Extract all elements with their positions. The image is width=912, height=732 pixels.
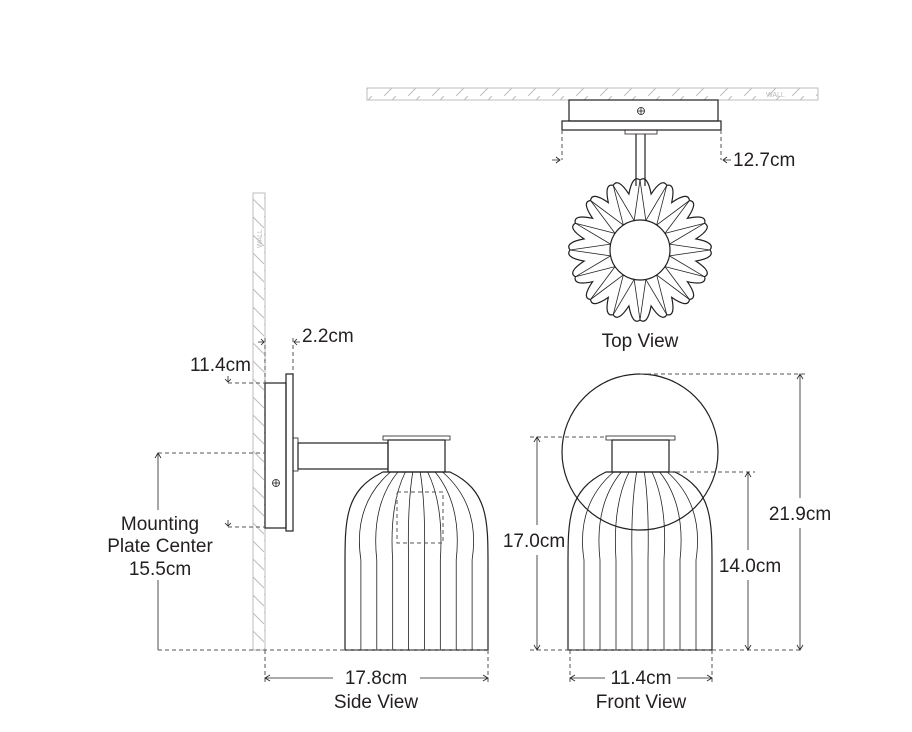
top-stem-cap (624, 129, 658, 135)
top-view-title: Top View (602, 331, 679, 352)
shade-rib (667, 471, 698, 650)
flower-rib (575, 222, 611, 245)
flower-rib (669, 222, 705, 245)
flower-rib (664, 266, 705, 278)
flower-rib (656, 185, 668, 226)
shade-rib (631, 471, 638, 650)
shade-rib (598, 471, 622, 650)
flower-rib (590, 200, 624, 226)
flower-rib (664, 266, 690, 300)
shade-rib (643, 471, 649, 650)
shade-rib (375, 471, 399, 650)
overall-height-label: 21.9cm (769, 504, 831, 525)
flower-rib (612, 185, 624, 226)
top-depth-label: 12.7cm (733, 150, 795, 171)
front-view-title: Front View (596, 692, 687, 713)
shade-rib (427, 471, 442, 650)
shade-rib (582, 471, 614, 650)
flower-rib (656, 200, 690, 226)
flower-rib (639, 179, 647, 221)
flower-rib (639, 279, 647, 321)
flower-rib (645, 185, 668, 221)
screw-icon (272, 479, 280, 487)
flower-rib (569, 243, 611, 251)
flower-center (609, 219, 671, 281)
flower-outline (568, 178, 712, 322)
side-view: WALL 2.2cm 11.4cm Mounting Plate Center … (107, 192, 489, 713)
flower-rib (569, 249, 611, 257)
front-backplate (561, 373, 719, 531)
flower-rib (590, 200, 616, 234)
front-view: 17.0cm 14.0cm 21.9cm 11.4cm Front View (503, 373, 831, 713)
shade-rib (419, 471, 426, 650)
flower-rib (575, 255, 611, 278)
flower-rib (590, 274, 624, 300)
shade-rib (614, 471, 630, 650)
side-view-title: Side View (334, 692, 418, 713)
plate-top-label: 11.4cm (190, 355, 251, 376)
flower-rib (575, 222, 616, 234)
flower-rib (645, 279, 668, 315)
shade-rib (442, 471, 475, 650)
flower-rib (664, 200, 690, 234)
top-backplate (561, 120, 722, 131)
flower-rib (633, 279, 641, 321)
mounting-label-1: Mounting (121, 514, 199, 535)
flower-rib (612, 274, 624, 315)
flower-rib (575, 266, 616, 278)
side-wall-label: WALL (257, 229, 264, 248)
flower-rib (664, 222, 705, 234)
side-arm (297, 442, 389, 470)
screw-icon (637, 107, 645, 115)
mounting-value: 15.5cm (129, 559, 191, 580)
shade-rib (358, 471, 391, 650)
top-canopy (568, 99, 719, 122)
top-wall-label: WALL (766, 92, 785, 99)
flower-rib (612, 185, 635, 221)
flower-rib (612, 279, 635, 315)
shade-outline (567, 471, 713, 651)
glass-height-label: 14.0cm (719, 556, 781, 577)
flower-rib (656, 274, 690, 300)
flower-rib (669, 249, 711, 257)
front-width-label: 11.4cm (611, 668, 672, 689)
top-shade (568, 178, 712, 322)
front-fitter (611, 439, 670, 473)
top-wall (366, 87, 819, 101)
bulb-outline (396, 491, 444, 544)
side-backplate (285, 373, 294, 532)
shade-rib (659, 471, 682, 650)
plate-depth-label: 2.2cm (302, 326, 354, 347)
side-shade (344, 471, 489, 651)
shade-outline (344, 471, 489, 651)
projection-label: 17.8cm (345, 668, 407, 689)
side-wall (252, 192, 266, 651)
flower-rib (669, 255, 705, 278)
top-view: WALL 12.7cm Top View (366, 87, 819, 352)
mounting-label-2: Plate Center (107, 536, 213, 557)
shade-rib (434, 471, 458, 650)
shade-rib (407, 471, 414, 650)
shade-rib (651, 471, 666, 650)
shade-rib (391, 471, 406, 650)
side-fitter (387, 439, 446, 473)
flower-rib (590, 266, 616, 300)
flower-rib (656, 274, 668, 315)
side-canopy (264, 382, 287, 529)
flower-rib (633, 179, 641, 221)
flower-rib (669, 243, 711, 251)
shade-height-label: 17.0cm (503, 531, 565, 552)
front-shade (567, 471, 713, 651)
